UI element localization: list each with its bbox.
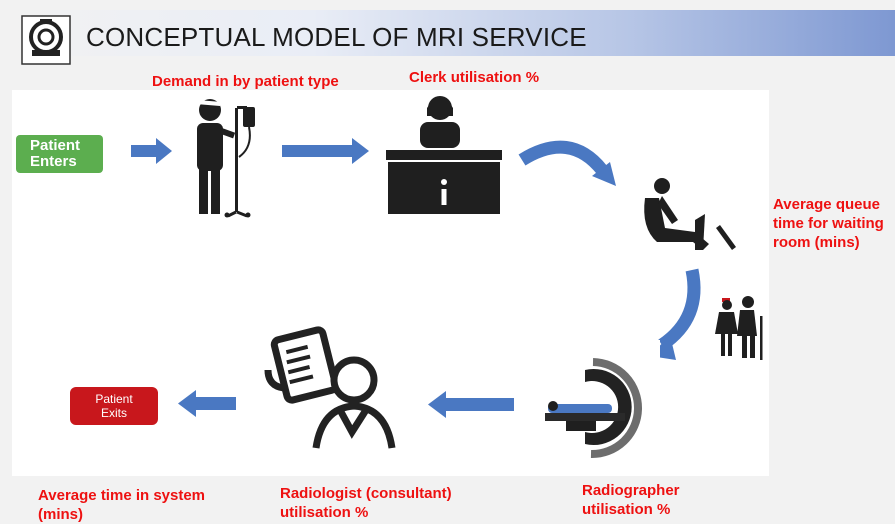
- arrow-enter-to-patient: [131, 138, 172, 164]
- queue-time-label: Average queue time for waiting room (min…: [773, 195, 884, 252]
- clerk-utilisation-label: Clerk utilisation %: [409, 69, 540, 86]
- queue-time-line2: time for waiting: [773, 215, 884, 232]
- header-bar: [0, 10, 895, 56]
- radiographer-line2: utilisation %: [582, 501, 671, 518]
- patient-enters-line1: Patient: [30, 137, 81, 154]
- patient-enters-box: Patient Enters: [16, 135, 103, 173]
- time-in-system-line1: Average time in system: [38, 487, 206, 504]
- nurse-elderly-icon: [713, 290, 769, 362]
- mri-logo-icon: [21, 15, 71, 65]
- waiting-chair-icon: [644, 178, 736, 250]
- radiographer-line1: Radiographer: [582, 482, 680, 499]
- queue-time-line3: room (mins): [773, 234, 860, 251]
- time-in-system-line2: (mins): [38, 506, 83, 523]
- arrow-radiographer-to-radiologist: [428, 391, 514, 418]
- queue-time-line1: Average queue: [773, 196, 880, 213]
- radiologist-utilisation-label: Radiologist (consultant) utilisation %: [280, 484, 452, 522]
- patient-exits-box: Patient Exits: [70, 387, 158, 425]
- radiographer-utilisation-label: Radiographer utilisation %: [582, 481, 680, 519]
- curved-arrow-clerk-to-waiting: [518, 140, 608, 175]
- mri-scanner-icon: [540, 340, 660, 464]
- arrow-patient-to-clerk: [282, 138, 369, 164]
- clerk-desk-icon: [386, 96, 502, 214]
- arrow-radiologist-to-exit: [178, 390, 236, 417]
- curved-arrow-waiting-to-scanner: [658, 268, 701, 351]
- patient-exits-line1: Patient: [95, 392, 133, 406]
- radiologist-icon: [264, 326, 396, 449]
- page-title: CONCEPTUAL MODEL OF MRI SERVICE: [86, 22, 587, 52]
- time-in-system-label: Average time in system (mins): [38, 486, 205, 524]
- patient-exits-line2: Exits: [100, 406, 127, 420]
- curved-arrowhead-1: [592, 162, 616, 186]
- patient-iv-icon: [196, 99, 255, 218]
- patient-enters-line2: Enters: [30, 153, 77, 170]
- radiologist-line1: Radiologist (consultant): [280, 485, 452, 502]
- radiologist-line2: utilisation %: [280, 504, 369, 521]
- demand-label: Demand in by patient type: [152, 73, 339, 90]
